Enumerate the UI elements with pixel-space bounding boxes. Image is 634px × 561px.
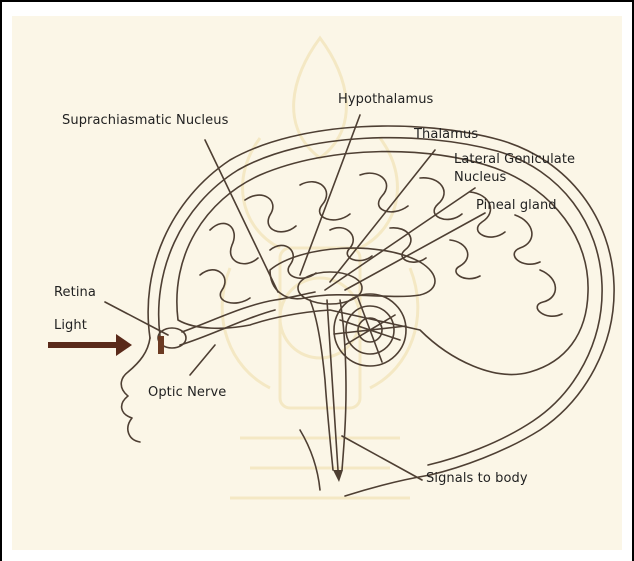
- skull-outline: [148, 126, 614, 475]
- label-suprachiasmatic-nucleus: Suprachiasmatic Nucleus: [62, 113, 228, 128]
- brainstem: [310, 300, 333, 470]
- label-pineal-gland: Pineal gland: [476, 198, 557, 213]
- label-light: Light: [54, 318, 87, 333]
- label-hypothalamus: Hypothalamus: [338, 92, 433, 107]
- label-lateral-geniculate-line1: Lateral Geniculate: [454, 152, 575, 167]
- label-retina: Retina: [54, 285, 96, 300]
- label-lateral-geniculate-line2: Nucleus: [454, 170, 506, 185]
- leader-optic-nerve: [190, 345, 215, 375]
- light-arrow: [48, 334, 132, 356]
- leader-lgn: [325, 188, 475, 290]
- label-optic-nerve: Optic Nerve: [148, 385, 226, 400]
- leader-hypothalamus: [300, 115, 360, 275]
- leader-signals: [342, 436, 422, 480]
- signals-arrowhead: [333, 470, 343, 482]
- leader-suprachiasmatic: [205, 140, 278, 292]
- corpus-callosum: [270, 248, 435, 299]
- retina-mark: [158, 336, 164, 354]
- label-thalamus: Thalamus: [414, 127, 478, 142]
- face-profile: [121, 338, 150, 442]
- label-signals-to-body: Signals to body: [426, 471, 528, 486]
- signals-arrow-line: [327, 300, 338, 470]
